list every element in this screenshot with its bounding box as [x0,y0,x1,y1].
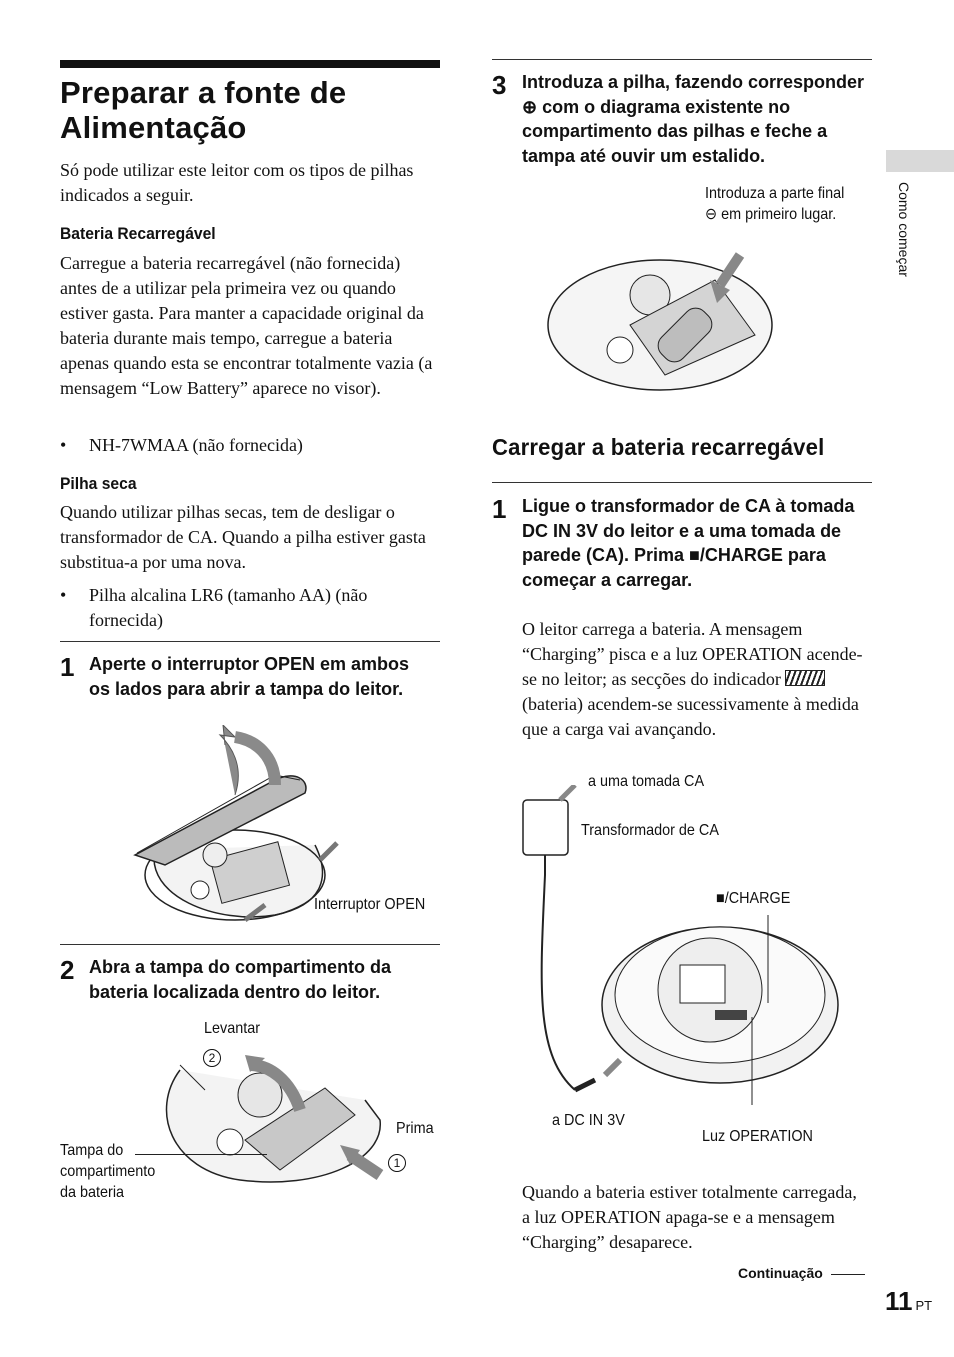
battery-lid-label: Tampa do compartimento da bateria [60,1142,156,1201]
bullet-dot: • [60,585,67,605]
adapter-label: Transformador de CA [581,822,719,839]
dry-heading: Pilha seca [60,474,137,493]
marker-1: 1 [388,1154,406,1172]
step-text: Introduza a pilha, fazendo corresponder … [522,72,865,166]
charge-after-text: Quando a bateria estiver totalmente carr… [522,1182,857,1252]
page-title: Preparar a fonte de Alimentação [60,75,347,145]
arrow-right-icon [830,1273,865,1275]
charge-button-label: ■/CHARGE [716,890,791,907]
operation-light-label: Luz OPERATION [702,1128,813,1145]
charge-heading: Carregar a bateria recarregável [492,434,825,460]
side-tab-bar [886,150,954,172]
intro-text: Só pode utilizar este leitor com os tipo… [60,160,414,205]
step-text: Ligue o transformador de CA à tomada DC … [522,496,855,590]
open-lid-illustration [133,725,339,922]
leader-line [135,1154,267,1155]
dry-bullet: Pilha alcalina LR6 (tamanho AA) (não for… [89,585,368,630]
step-number: 2 [60,955,75,985]
dry-text: Quando utilizar pilhas secas, tem de des… [60,502,426,572]
title-bar [60,60,440,68]
rechargeable-heading: Bateria Recarregável [60,224,216,243]
step-number: 3 [492,70,507,100]
lift-label: Levantar [204,1020,261,1037]
rechargeable-text: Carregue a bateria recarregável (não for… [60,253,433,398]
divider [492,482,872,483]
dcin-label: a DC IN 3V [552,1112,625,1129]
divider [492,59,872,60]
step-text: Abra a tampa do compartimento da bateria… [89,957,392,1002]
step-number: 1 [60,652,75,682]
charging-illustration [522,785,839,1105]
side-tab-label: Como começar [896,182,912,277]
insert-battery-illustration [547,252,773,391]
insert-note: Introduza a parte final ⊖ em primeiro lu… [705,185,845,223]
press-label: Prima [396,1120,434,1137]
bullet-dot: • [60,435,67,455]
page-language-suffix: PT [915,1298,933,1313]
step-text: Aperte o interruptor OPEN em ambos os la… [89,654,410,699]
step-number: 1 [492,494,507,524]
battery-icon [785,670,826,686]
marker-2: 2 [203,1049,221,1067]
battery-lid-illustration [165,1055,384,1183]
charge-body: O leitor carrega a bateria. A mensagem “… [522,619,863,739]
divider [60,641,440,642]
rechargeable-bullet: NH-7WMAA (não fornecida) [89,435,303,455]
continuation-label: Continuação [738,1265,865,1281]
open-switch-label: Interruptor OPEN [314,896,426,913]
outlet-label: a uma tomada CA [588,773,705,790]
divider [60,944,440,945]
